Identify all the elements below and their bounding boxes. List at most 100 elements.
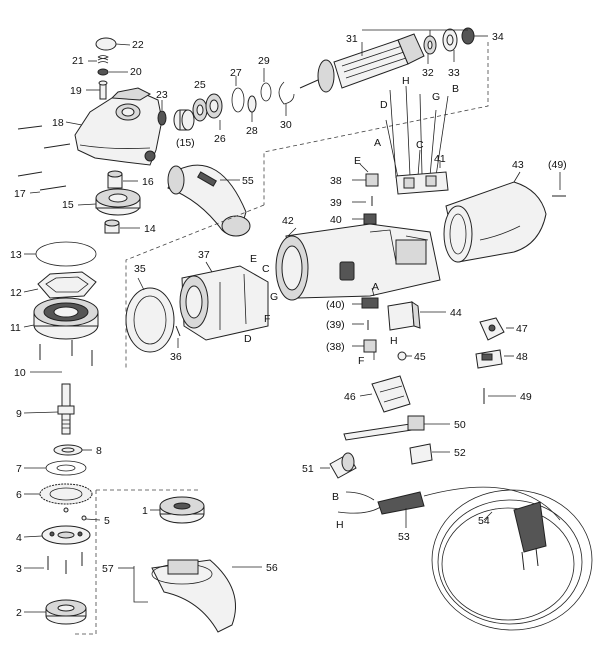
wire-letter-F-stator: F	[264, 313, 270, 325]
part-28-washer	[247, 95, 257, 122]
wire-letter-A-top: A	[374, 137, 381, 149]
label-42: 42	[282, 215, 294, 227]
part-40-brush-holder-top	[352, 213, 377, 225]
label-18: 18	[52, 117, 64, 129]
label-9: 9	[16, 408, 22, 420]
part-13-ring	[24, 241, 97, 267]
part-47-switch-part	[479, 317, 514, 341]
label-21: 21	[72, 55, 84, 67]
label-22: 22	[132, 39, 144, 51]
part-41-brush-plate-wires	[385, 85, 449, 195]
label-6: 6	[16, 489, 22, 501]
wire-letter-C-stator: C	[262, 263, 270, 275]
part-8-ring	[53, 444, 92, 456]
part-36-screw	[175, 325, 181, 348]
part-35-ring-frame	[125, 277, 175, 353]
label-20: 20	[130, 66, 142, 78]
label-14: 14	[144, 223, 156, 235]
label-36: 36	[170, 351, 182, 363]
part-number-labels: 22 21 20 19 18 17 16 15 14 13 12 11 10 9…	[10, 31, 567, 619]
wire-letter-D-stator: D	[244, 333, 252, 345]
label-47: 47	[516, 323, 528, 335]
part-34-cap	[362, 27, 488, 45]
label-1: 1	[142, 505, 148, 517]
label-49: 49	[520, 391, 532, 403]
part-18-gear-housing	[65, 87, 163, 166]
label-5: 5	[104, 515, 110, 527]
part-39-screw-lower	[352, 320, 369, 330]
part-1-clamp-flange	[150, 496, 205, 524]
part-49-screw-lower	[483, 388, 516, 404]
label-55: 55	[242, 175, 254, 187]
label-7: 7	[16, 463, 22, 475]
housing-screws	[17, 125, 71, 177]
label-57: 57	[102, 563, 114, 575]
part-42-motor-housing	[275, 223, 441, 301]
dashed-connector-field	[125, 204, 265, 370]
wire-letter-G-stator: G	[270, 291, 278, 303]
label-26: 26	[214, 133, 226, 145]
part-4-flange-plate	[23, 525, 91, 545]
wire-letter-B-cord: B	[332, 491, 339, 503]
label-19: 19	[70, 85, 82, 97]
part-15-bearing	[77, 188, 141, 216]
label-38: 38	[330, 175, 342, 187]
wire-letter-H-cord: H	[336, 519, 344, 531]
label-53: 53	[398, 531, 410, 543]
label-39: 39	[330, 197, 342, 209]
part-21-spring	[88, 55, 109, 64]
part-5-ball	[63, 507, 101, 521]
wire-letter-F-lower: F	[358, 355, 364, 367]
part-16-sleeve	[107, 170, 138, 189]
part-31-armature	[299, 33, 437, 93]
label-41: 41	[434, 153, 446, 165]
label-31: 31	[346, 33, 358, 45]
wire-letter-H-top: H	[402, 75, 410, 87]
dashed-connector-34	[263, 42, 489, 205]
wire-letter-E-stator: E	[250, 253, 257, 265]
part-37-stator	[179, 261, 269, 341]
part-56-wheel-guard	[151, 559, 262, 633]
part-12-gasket	[23, 271, 97, 299]
part-27-ring	[231, 76, 245, 113]
label-16: 16	[142, 176, 154, 188]
part-44-capacitor	[387, 301, 446, 331]
label-35: 35	[134, 263, 146, 275]
label-49p: (49)	[548, 159, 567, 171]
label-54: 54	[478, 515, 490, 527]
label-15: 15	[62, 199, 74, 211]
part-22-cap	[95, 37, 131, 51]
label-52: 52	[454, 447, 466, 459]
wire-letter-E-top: E	[354, 155, 361, 167]
part-57-hex-key	[118, 566, 148, 603]
wire-letter-H-lower: H	[390, 335, 398, 347]
part-43-rear-cover	[443, 171, 547, 263]
label-39p: (39)	[326, 319, 345, 331]
label-2: 2	[16, 607, 22, 619]
wire-letter-G-top: G	[432, 91, 440, 103]
part-52-small-switch	[409, 443, 450, 465]
label-30: 30	[280, 119, 292, 131]
part-17-screws	[29, 185, 67, 194]
label-43: 43	[512, 159, 524, 171]
label-3: 3	[16, 563, 22, 575]
label-44: 44	[450, 307, 462, 319]
label-25: 25	[194, 79, 206, 91]
part-45-screw	[397, 351, 412, 361]
part-25-bearing	[192, 98, 208, 122]
label-50: 50	[454, 419, 466, 431]
part-20-ring	[97, 68, 128, 76]
label-45: 45	[414, 351, 426, 363]
part-49-screw-top	[552, 172, 566, 197]
part-53-cord-protector	[337, 491, 425, 528]
part-54-power-cord	[423, 486, 593, 631]
part-9-spindle	[23, 383, 75, 435]
part-19-pin	[86, 80, 108, 100]
label-15p: (15)	[176, 137, 195, 149]
label-34: 34	[492, 31, 504, 43]
label-33: 33	[448, 67, 460, 79]
part-2-flange-nut	[24, 599, 87, 625]
part-30-circlip	[278, 81, 295, 116]
part-39-screw-top	[352, 196, 373, 206]
part-6-toothed-ring	[24, 483, 93, 505]
